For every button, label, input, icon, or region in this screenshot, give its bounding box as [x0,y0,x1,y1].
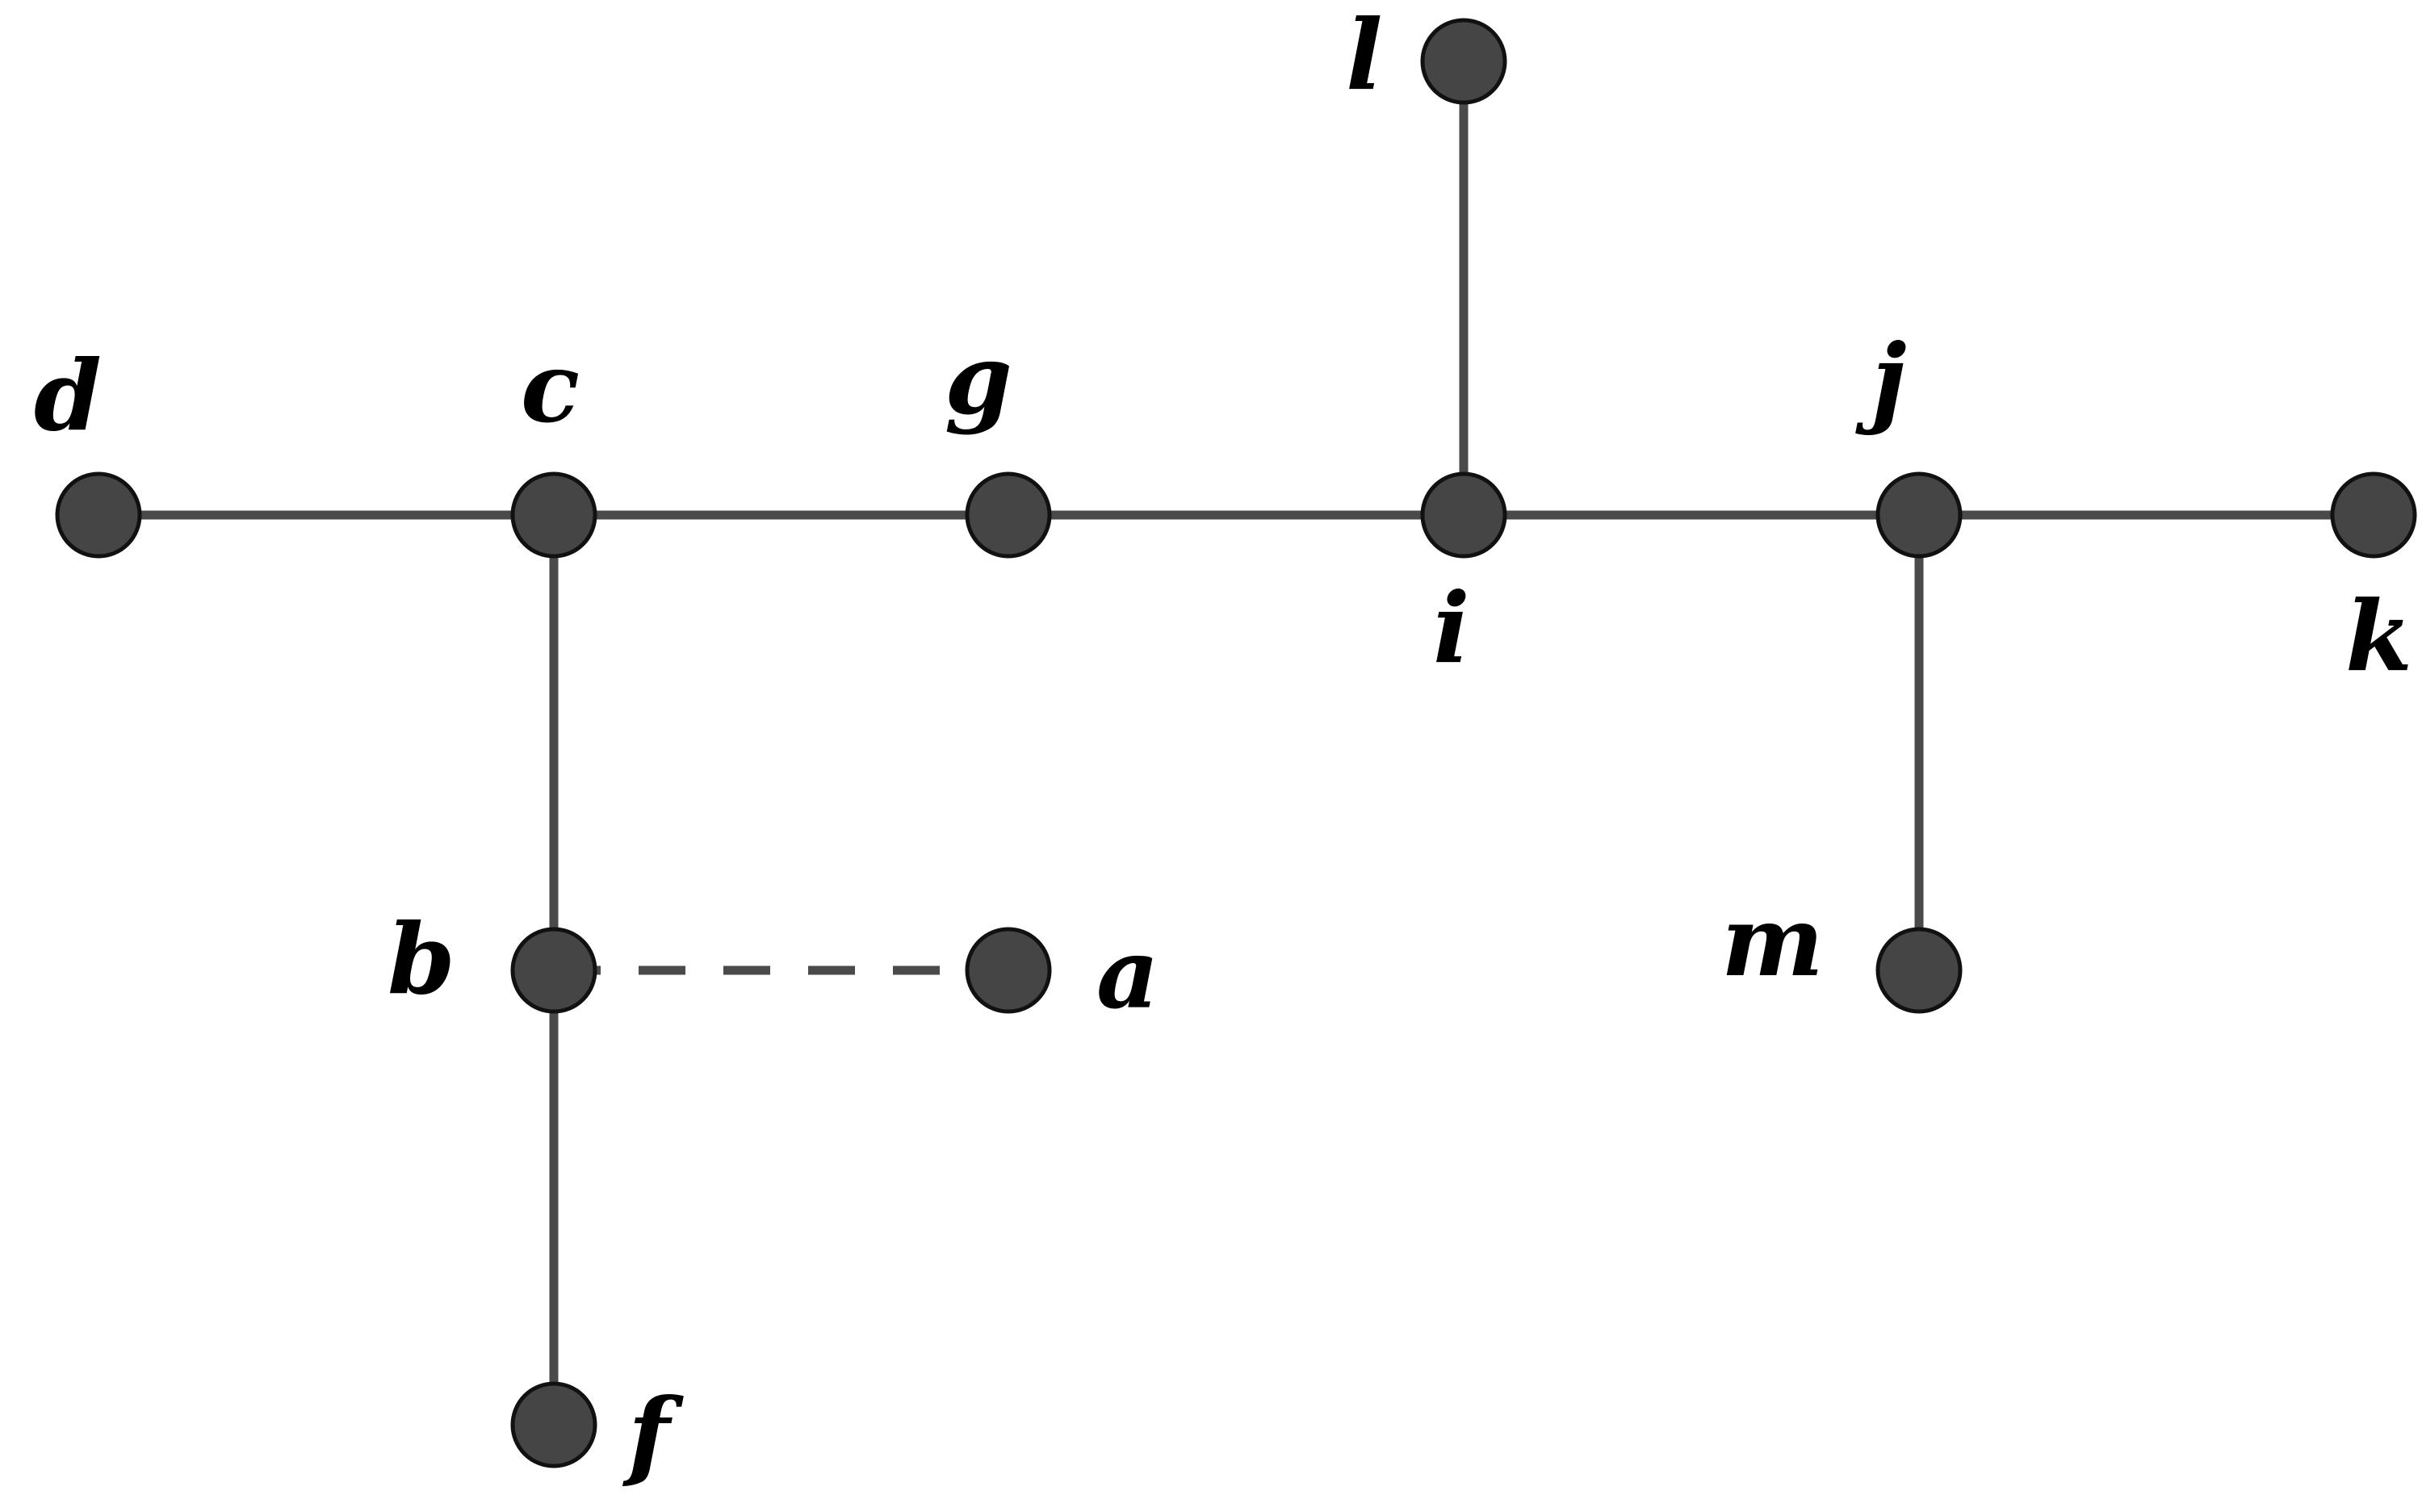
edges-layer [98,61,2374,1425]
label-l: l [1346,0,1383,112]
label-f: f [622,1377,684,1491]
node-g [965,471,1052,559]
label-j: j [1855,323,1906,437]
node-i [1420,471,1507,559]
node-k [2330,471,2417,559]
node-c [510,471,597,559]
node-m [1875,927,1963,1014]
labels-layer: d c g i j k l b a f m [34,0,2412,1491]
node-j [1875,471,1963,559]
node-a [965,927,1052,1014]
nodes-layer [55,18,2417,1468]
label-g: g [945,323,1012,437]
node-l [1420,18,1507,105]
label-c: c [521,331,580,445]
label-d: d [34,339,102,453]
node-f [510,1381,597,1468]
node-d [55,471,142,559]
label-m: m [1721,885,1824,999]
node-b [510,927,597,1014]
label-k: k [2345,580,2412,693]
label-i: i [1433,572,1470,685]
label-a: a [1096,917,1159,1031]
label-b: b [388,903,455,1016]
